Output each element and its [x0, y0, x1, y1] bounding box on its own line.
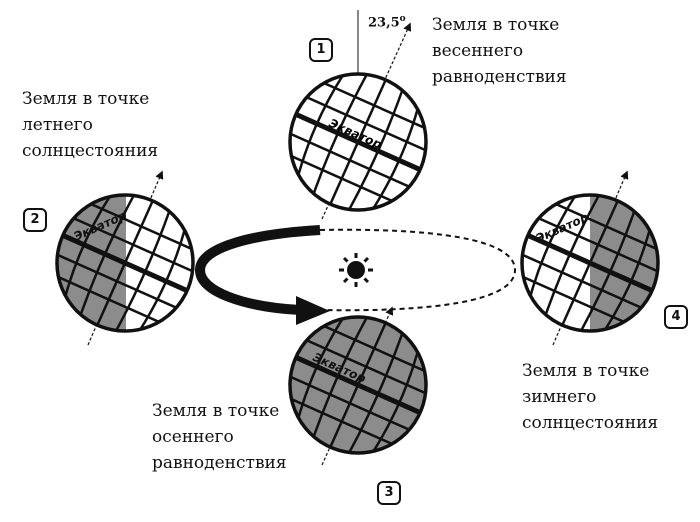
orbit [195, 225, 517, 325]
position-number-3: 3 [377, 481, 401, 505]
caption-spring-equinox: Земля в точке весеннего равноденствия [432, 15, 567, 87]
orbit-direction-arrow [296, 296, 330, 325]
position-number-2: 2 [23, 208, 47, 232]
position-number-4: 4 [664, 305, 688, 329]
caption-winter-solstice: Земля в точке зимнего солнцестояния [522, 361, 659, 433]
sun-icon [339, 253, 373, 287]
position-number-1: 1 [309, 38, 333, 62]
globe-summer: Экватор [55, 170, 195, 346]
caption-summer-solstice: Земля в точке летнего солнцестояния [22, 89, 159, 161]
axis-tilt-angle: 23,5o [368, 14, 406, 31]
globe-autumn: Экватор [288, 306, 428, 466]
globe-winter: Экватор [520, 170, 660, 346]
caption-autumn-equinox: Земля в точке осеннего равноденствия [152, 401, 287, 473]
